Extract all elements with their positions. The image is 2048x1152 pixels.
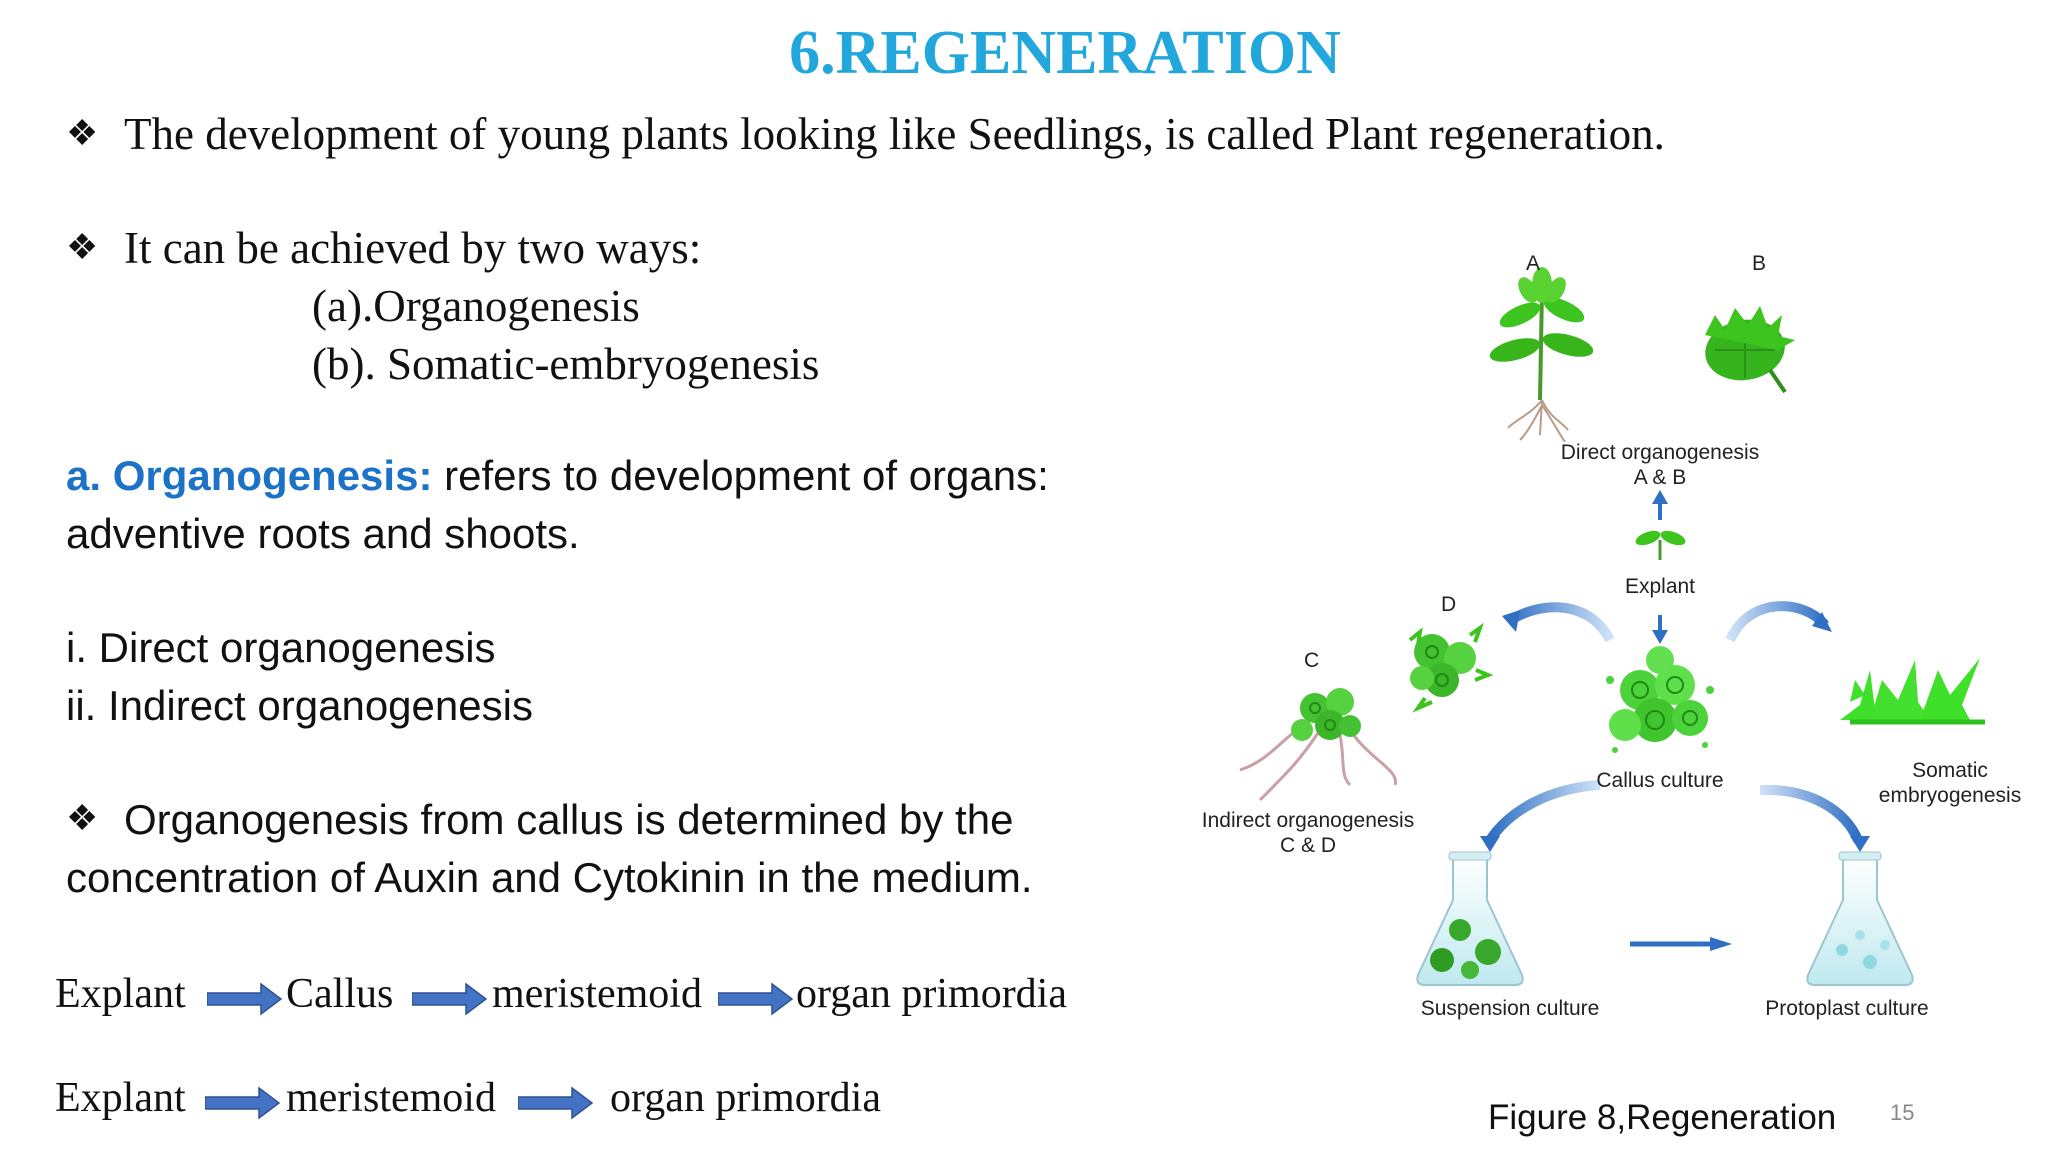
arrow-up-icon <box>1652 490 1668 520</box>
somatic-label-line2: embryogenesis <box>1878 784 2022 807</box>
arrowhead-icon <box>1850 836 1870 852</box>
arrow-down-icon <box>1652 615 1668 644</box>
flow1-organ-primordia: organ primordia <box>796 971 1067 1017</box>
arrowhead-icon <box>1812 612 1832 632</box>
direct-label-line1: Direct organogenesis <box>1560 441 1760 464</box>
organogenesis-text: refers to development of organs: <box>444 452 1049 499</box>
direct-organogenesis-item: i. Direct organogenesis <box>66 624 496 671</box>
indirect-label-line2: C & D <box>1279 834 1336 857</box>
label-callus-culture: Callus culture <box>1596 769 1724 792</box>
curved-arrow-to-protoplast-icon <box>1759 784 1863 843</box>
bullet-two-ways: ❖ It can be achieved by two ways: <box>66 222 701 274</box>
organogenesis-text-line2: adventive roots and shoots. <box>66 510 580 557</box>
indirect-organogenesis-item: ii. Indirect organogenesis <box>66 682 533 729</box>
callus-c-roots-icon <box>1239 688 1397 802</box>
label-explant: Explant <box>1624 575 1696 598</box>
flow-arrow-icon <box>718 982 794 1016</box>
flow2-organ-primordia: organ primordia <box>610 1075 881 1121</box>
flask-arrow-icon <box>1630 937 1732 951</box>
bullet-text: Organogenesis from callus is determined … <box>124 796 1014 843</box>
curved-arrow-to-suspension-icon <box>1485 780 1601 843</box>
flow2-meristemoid: meristemoid <box>286 1075 496 1121</box>
bullet-text: It can be achieved by two ways: <box>124 223 702 273</box>
callus-cluster-icon <box>1606 646 1714 753</box>
label-protoplast-culture: Protoplast culture <box>1765 997 1929 1020</box>
flow1-meristemoid: meristemoid <box>492 971 702 1017</box>
label-b: B <box>1752 252 1767 275</box>
label-c: C <box>1304 649 1320 672</box>
flow-arrow-icon <box>412 982 488 1016</box>
bullet-auxin-cytokinin: ❖ Organogenesis from callus is determined… <box>66 796 1013 844</box>
regeneration-diagram <box>1239 267 1985 986</box>
label-a: A <box>1526 252 1541 275</box>
diamond-bullet-icon: ❖ <box>66 113 99 153</box>
organogenesis-definition: a. Organogenesis: refers to development … <box>66 452 1049 500</box>
arrowhead-icon <box>1502 610 1520 632</box>
flow-arrow-icon <box>518 1086 594 1120</box>
somatic-embryos-icon <box>1840 658 1985 725</box>
flow-arrow-icon <box>205 1086 281 1120</box>
label-d: D <box>1441 593 1457 616</box>
label-direct-organogenesis: Direct organogenesis A & B <box>1540 440 1780 490</box>
flow1-callus: Callus <box>286 971 394 1017</box>
plant-a-icon <box>1489 267 1594 443</box>
callus-d-icon <box>1408 622 1494 713</box>
curved-arrow-to-d-icon <box>1505 602 1615 643</box>
direct-label-line2: A & B <box>1633 466 1687 489</box>
label-indirect-organogenesis: Indirect organogenesis C & D <box>1178 808 1438 858</box>
arrowhead-icon <box>1480 836 1500 852</box>
way-b: (b). Somatic-embryogenesis <box>312 339 820 389</box>
somatic-label-line1: Somatic <box>1912 759 1988 782</box>
diamond-bullet-icon: ❖ <box>66 798 99 838</box>
protoplast-flask-icon <box>1806 851 1914 986</box>
suspension-flask-icon <box>1416 851 1524 986</box>
slide-title: 6.REGENERATION <box>789 19 1341 87</box>
indirect-label-line1: Indirect organogenesis <box>1201 809 1415 832</box>
bullet-auxin-cytokinin-line2: concentration of Auxin and Cytokinin in … <box>66 854 1033 901</box>
flow2-explant: Explant <box>55 1075 186 1121</box>
curved-arrow-to-somatic-icon <box>1725 601 1829 643</box>
explant-seedling-icon <box>1635 530 1686 560</box>
flow-arrow-icon <box>207 982 283 1016</box>
way-a: (a).Organogenesis <box>312 281 640 331</box>
label-suspension-culture: Suspension culture <box>1420 997 1600 1020</box>
bullet-regeneration-definition: ❖ The development of young plants looking… <box>66 108 1665 160</box>
organogenesis-heading: a. Organogenesis: <box>66 452 433 499</box>
label-somatic-embryogenesis: Somatic embryogenesis <box>1860 758 2040 808</box>
bullet-text: The development of young plants looking … <box>124 109 1665 159</box>
flow1-explant: Explant <box>55 971 186 1017</box>
figure-caption: Figure 8,Regeneration <box>1488 1098 1837 1137</box>
diamond-bullet-icon: ❖ <box>66 227 99 267</box>
page-number: 15 <box>1890 1100 1915 1125</box>
plant-b-leaf-icon <box>1705 306 1795 394</box>
